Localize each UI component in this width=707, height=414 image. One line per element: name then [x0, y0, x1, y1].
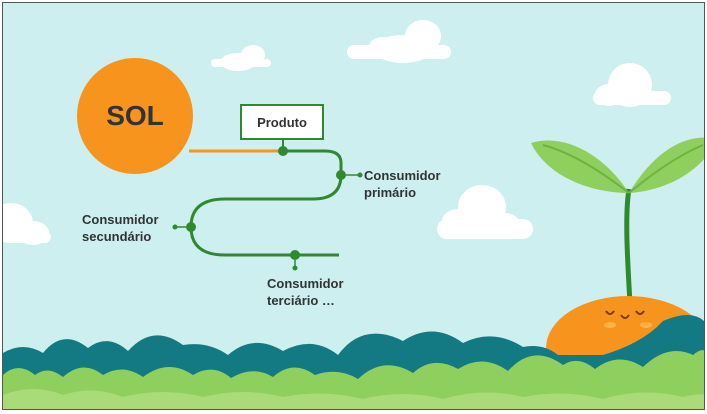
secondary-consumer-line-2: secundário: [82, 229, 152, 244]
tertiary-connector-arrow: [292, 260, 298, 271]
sprout-plant-icon: [531, 137, 704, 304]
food-chain-slide: SOL Produto Consumidor primário Consumid…: [2, 2, 705, 410]
tertiary-consumer-line-2: terciário …: [267, 293, 335, 308]
cloud-icon: [347, 20, 451, 63]
cloud-icon: [3, 203, 51, 245]
cloud-icon: [437, 185, 533, 239]
cloud-icon: [211, 45, 271, 71]
food-chain-path: [189, 149, 343, 257]
primary-consumer-line-1: Consumidor: [364, 168, 441, 183]
producer-node: [278, 146, 288, 156]
scene-illustration: [3, 20, 704, 409]
secondary-consumer-line-1: Consumidor: [82, 212, 159, 227]
tertiary-consumer-line-1: Consumidor: [267, 276, 344, 291]
ground-grass-tufts: [3, 389, 704, 409]
secondary-consumer-node: [186, 222, 196, 232]
secondary-connector-arrow: [172, 224, 186, 230]
sun-icon: [77, 58, 193, 174]
primary-consumer-line-2: primário: [364, 185, 417, 200]
primary-consumer-label: Consumidor primário: [364, 167, 441, 201]
cloud-icon: [593, 63, 671, 107]
tertiary-consumer-node: [290, 250, 300, 260]
secondary-consumer-label: Consumidor secundário: [82, 211, 159, 245]
producer-box: Produto: [240, 104, 324, 140]
sun-label: SOL: [106, 100, 164, 131]
tertiary-consumer-label: Consumidor terciário …: [267, 275, 344, 309]
producer-label: Produto: [257, 114, 307, 130]
primary-connector-arrow: [346, 172, 363, 178]
primary-consumer-node: [336, 170, 346, 180]
